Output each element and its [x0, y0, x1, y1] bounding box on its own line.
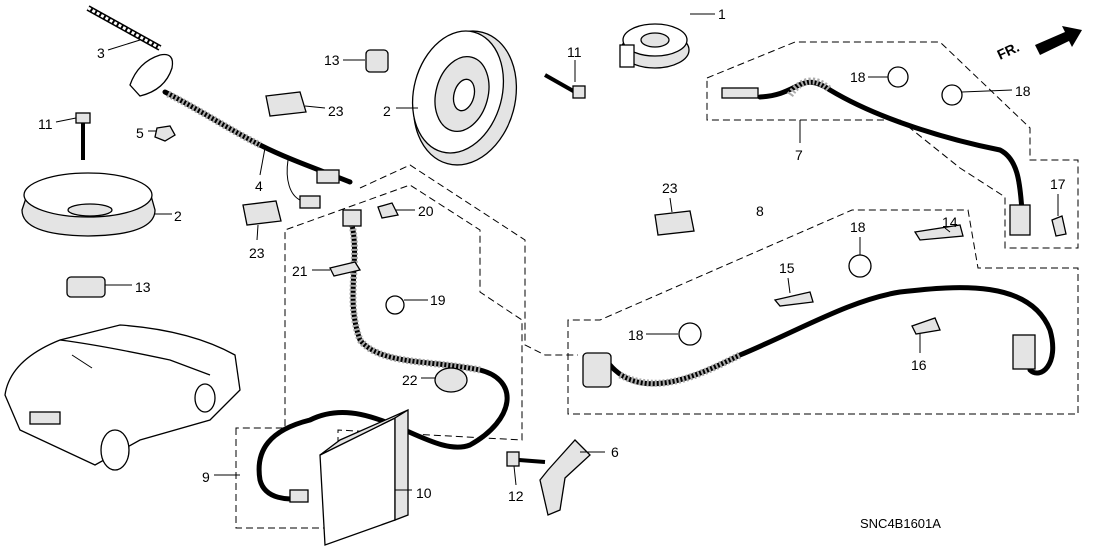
callout-21: 21	[292, 263, 308, 279]
pad-23-a	[265, 91, 307, 117]
group-outline-8	[567, 209, 1079, 415]
callout-labels: 3 1 11 13 23 2 11 5 4 2 23 20 13 21 19 2…	[38, 6, 1066, 531]
cable-7	[787, 77, 833, 98]
connector-7a	[721, 87, 759, 99]
leader-lines	[55, 13, 1059, 491]
pad-23-b	[242, 200, 282, 226]
callout-23: 23	[328, 103, 344, 119]
callout-4: 4	[255, 178, 263, 194]
callout-15: 15	[779, 260, 795, 276]
clip-14	[913, 224, 964, 241]
callout-20: 20	[418, 203, 434, 219]
callout-22: 22	[402, 372, 418, 388]
callout-2: 2	[383, 103, 391, 119]
control-unit-10	[319, 408, 409, 546]
roof-antenna	[86, 5, 174, 97]
bolt-11-top	[544, 73, 586, 99]
connector-4b	[299, 195, 321, 209]
connector-8a	[582, 352, 612, 388]
nut-5	[154, 125, 176, 142]
vehicle-locator	[4, 324, 241, 471]
clamp-18-a	[887, 66, 909, 88]
callout-9: 9	[202, 469, 210, 485]
callout-10: 10	[416, 485, 432, 501]
connector-9a	[342, 209, 362, 227]
antenna-cable-4	[166, 90, 262, 149]
connector-9b	[289, 489, 309, 503]
bolt-12	[506, 451, 546, 467]
connector-4a	[316, 169, 340, 184]
callout-23: 23	[249, 245, 265, 261]
callout-7: 7	[795, 147, 803, 163]
bracket-6	[539, 439, 591, 516]
clamp-22	[434, 367, 468, 393]
callout-13: 13	[135, 279, 151, 295]
callout-3: 3	[97, 45, 105, 61]
connector-7b	[1009, 204, 1031, 236]
callout-18: 18	[1015, 83, 1031, 99]
cable-8	[618, 351, 742, 387]
callout-12: 12	[508, 488, 524, 504]
connector-8b	[1012, 334, 1036, 370]
clip-21	[329, 261, 362, 277]
callout-18: 18	[850, 69, 866, 85]
front-direction-arrow: FR.	[995, 26, 1082, 63]
clamp-18-d	[678, 322, 702, 346]
group-outline-9	[235, 184, 523, 529]
clamp-19	[385, 295, 405, 315]
callout-14: 14	[942, 214, 958, 230]
callout-1: 1	[718, 6, 726, 22]
pad-23-c	[654, 210, 695, 236]
callout-16: 16	[911, 357, 927, 373]
cable-9	[348, 224, 481, 374]
clamp-18-b	[941, 84, 963, 106]
clip-15	[773, 291, 814, 307]
clip-16	[911, 317, 941, 335]
callout-23: 23	[662, 180, 678, 196]
rear-speaker	[21, 172, 156, 237]
callout-18: 18	[850, 219, 866, 235]
callout-19: 19	[430, 292, 446, 308]
direction-label: FR.	[995, 39, 1022, 63]
tweeter-speaker	[619, 23, 690, 69]
bolt-11-left	[75, 112, 91, 160]
clip-20	[377, 202, 399, 219]
leader-dash-4	[359, 164, 578, 356]
clip-13-top	[365, 49, 389, 73]
clamp-18-c	[848, 254, 872, 278]
clip-13-bottom	[66, 276, 106, 298]
part-code: SNC4B1601A	[860, 516, 941, 531]
callout-13: 13	[324, 52, 340, 68]
callout-5: 5	[136, 125, 144, 141]
callout-18: 18	[628, 327, 644, 343]
callout-11: 11	[567, 44, 582, 60]
callout-2: 2	[174, 208, 182, 224]
door-speaker-large	[411, 30, 518, 166]
callout-17: 17	[1050, 176, 1066, 192]
callout-11: 11	[38, 116, 53, 132]
callout-8: 8	[756, 203, 764, 219]
clip-17	[1051, 215, 1067, 237]
callout-6: 6	[611, 444, 619, 460]
